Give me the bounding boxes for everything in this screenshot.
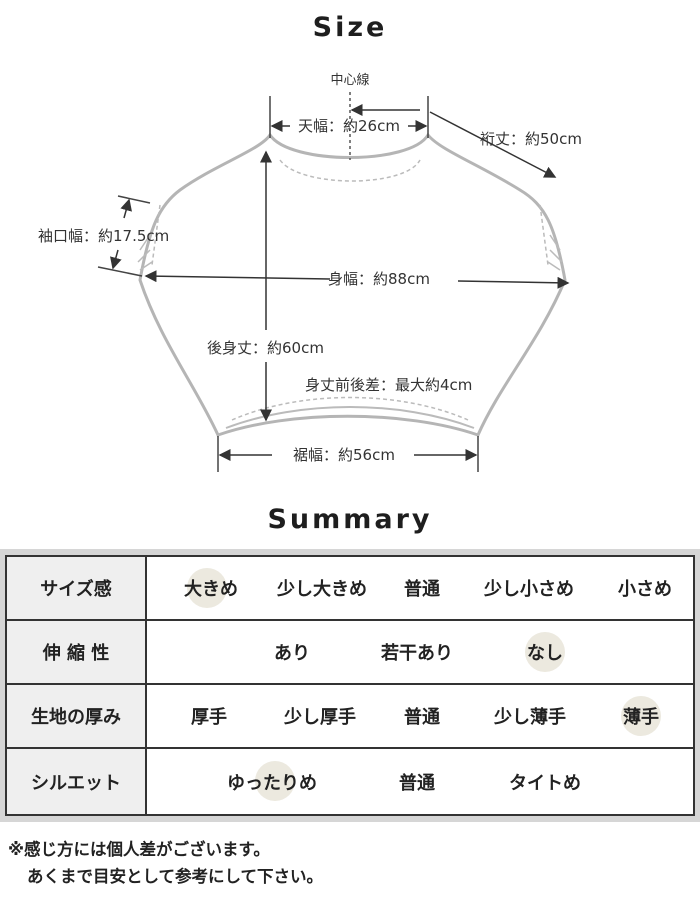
body-width-label: 身幅：約88cm	[328, 270, 430, 288]
gather-left	[137, 234, 153, 271]
center-line-label: 中心線	[330, 72, 369, 88]
option-text: 薄手	[623, 707, 659, 728]
back-length-label: 後身丈：約60cm	[207, 339, 324, 357]
option-text: 大きめ	[184, 579, 238, 600]
cuff-top-guide	[117, 195, 151, 204]
body-width-arrow-left	[144, 270, 331, 283]
summary-row-thickness: 生地の厚み 厚手 少し厚手 普通 少し薄手 薄手	[7, 685, 693, 749]
neckline-dashed	[279, 159, 421, 182]
option-text: あり	[274, 643, 310, 664]
row-label-thickness: 生地の厚み	[7, 685, 147, 747]
summary-table-inner: サイズ感 大きめ 少し大きめ 普通 少し小さめ 小さめ 伸 縮 性 あり 若干あ…	[5, 555, 695, 816]
option-text: 少し薄手	[494, 707, 566, 728]
sleeve-left-dashed	[151, 204, 161, 266]
option-text: タイトめ	[509, 772, 581, 794]
sleeve-length-arrow-end	[429, 111, 557, 178]
option-text: ゆったりめ	[227, 772, 317, 794]
note-line-1: ※感じ方には個人差がございます。	[8, 840, 270, 859]
option-text: 普通	[399, 772, 435, 794]
option-text: 普通	[404, 707, 440, 728]
option-text: なし	[527, 643, 563, 664]
row-label-size-fit: サイズ感	[7, 557, 147, 619]
top-width-label: 天幅：約26cm	[298, 117, 400, 135]
garment-size-diagram: 中心線 天幅：約26cm 裄丈：約50cm 袖口幅：約17.5cm 身幅：約88…	[38, 72, 582, 472]
disclaimer-note: ※感じ方には個人差がございます。 あくまで目安として参考にして下さい。	[8, 836, 323, 890]
option-text: 少し厚手	[284, 707, 356, 728]
garment-outline	[138, 132, 567, 437]
size-heading: Size	[312, 12, 388, 43]
sleeve-right-dashed	[539, 204, 549, 266]
selected-marker	[255, 761, 295, 801]
summary-heading: Summary	[267, 504, 433, 535]
selected-marker	[621, 696, 661, 736]
selected-marker	[187, 568, 227, 608]
summary-row-stretch: 伸 縮 性 あり 若干あり なし	[7, 621, 693, 685]
row-label-stretch: 伸 縮 性	[7, 621, 147, 683]
row-label-silhouette: シルエット	[7, 749, 147, 814]
sleeve-length-label: 裄丈：約50cm	[480, 130, 582, 148]
selected-marker	[525, 632, 565, 672]
option-text: 少し小さめ	[484, 579, 574, 600]
hem-back-line	[225, 406, 475, 429]
gather-right	[547, 234, 563, 271]
option-text: 若干あり	[381, 643, 453, 664]
summary-table: サイズ感 大きめ 少し大きめ 普通 少し小さめ 小さめ 伸 縮 性 あり 若干あ…	[0, 549, 700, 822]
cuff-arrow-down	[110, 249, 122, 270]
summary-row-silhouette: シルエット ゆったりめ 普通 タイトめ	[7, 749, 693, 814]
cuff-width-label: 袖口幅：約17.5cm	[38, 227, 169, 245]
summary-row-size-fit: サイズ感 大きめ 少し大きめ 普通 少し小さめ 小さめ	[7, 557, 693, 621]
cuff-bottom-guide	[97, 266, 143, 277]
cuff-arrow-up	[120, 198, 132, 219]
option-text: 普通	[404, 579, 440, 600]
body-width-arrow-right	[457, 276, 570, 289]
option-text: 厚手	[191, 707, 227, 728]
length-difference-label: 身丈前後差：最大約4cm	[305, 376, 472, 394]
hem-dashed	[231, 396, 469, 421]
option-text: 小さめ	[618, 579, 672, 600]
option-text: 少し大きめ	[277, 579, 367, 600]
hem-width-label: 裾幅：約56cm	[293, 446, 395, 464]
note-line-2: あくまで目安として参考にして下さい。	[27, 867, 324, 886]
